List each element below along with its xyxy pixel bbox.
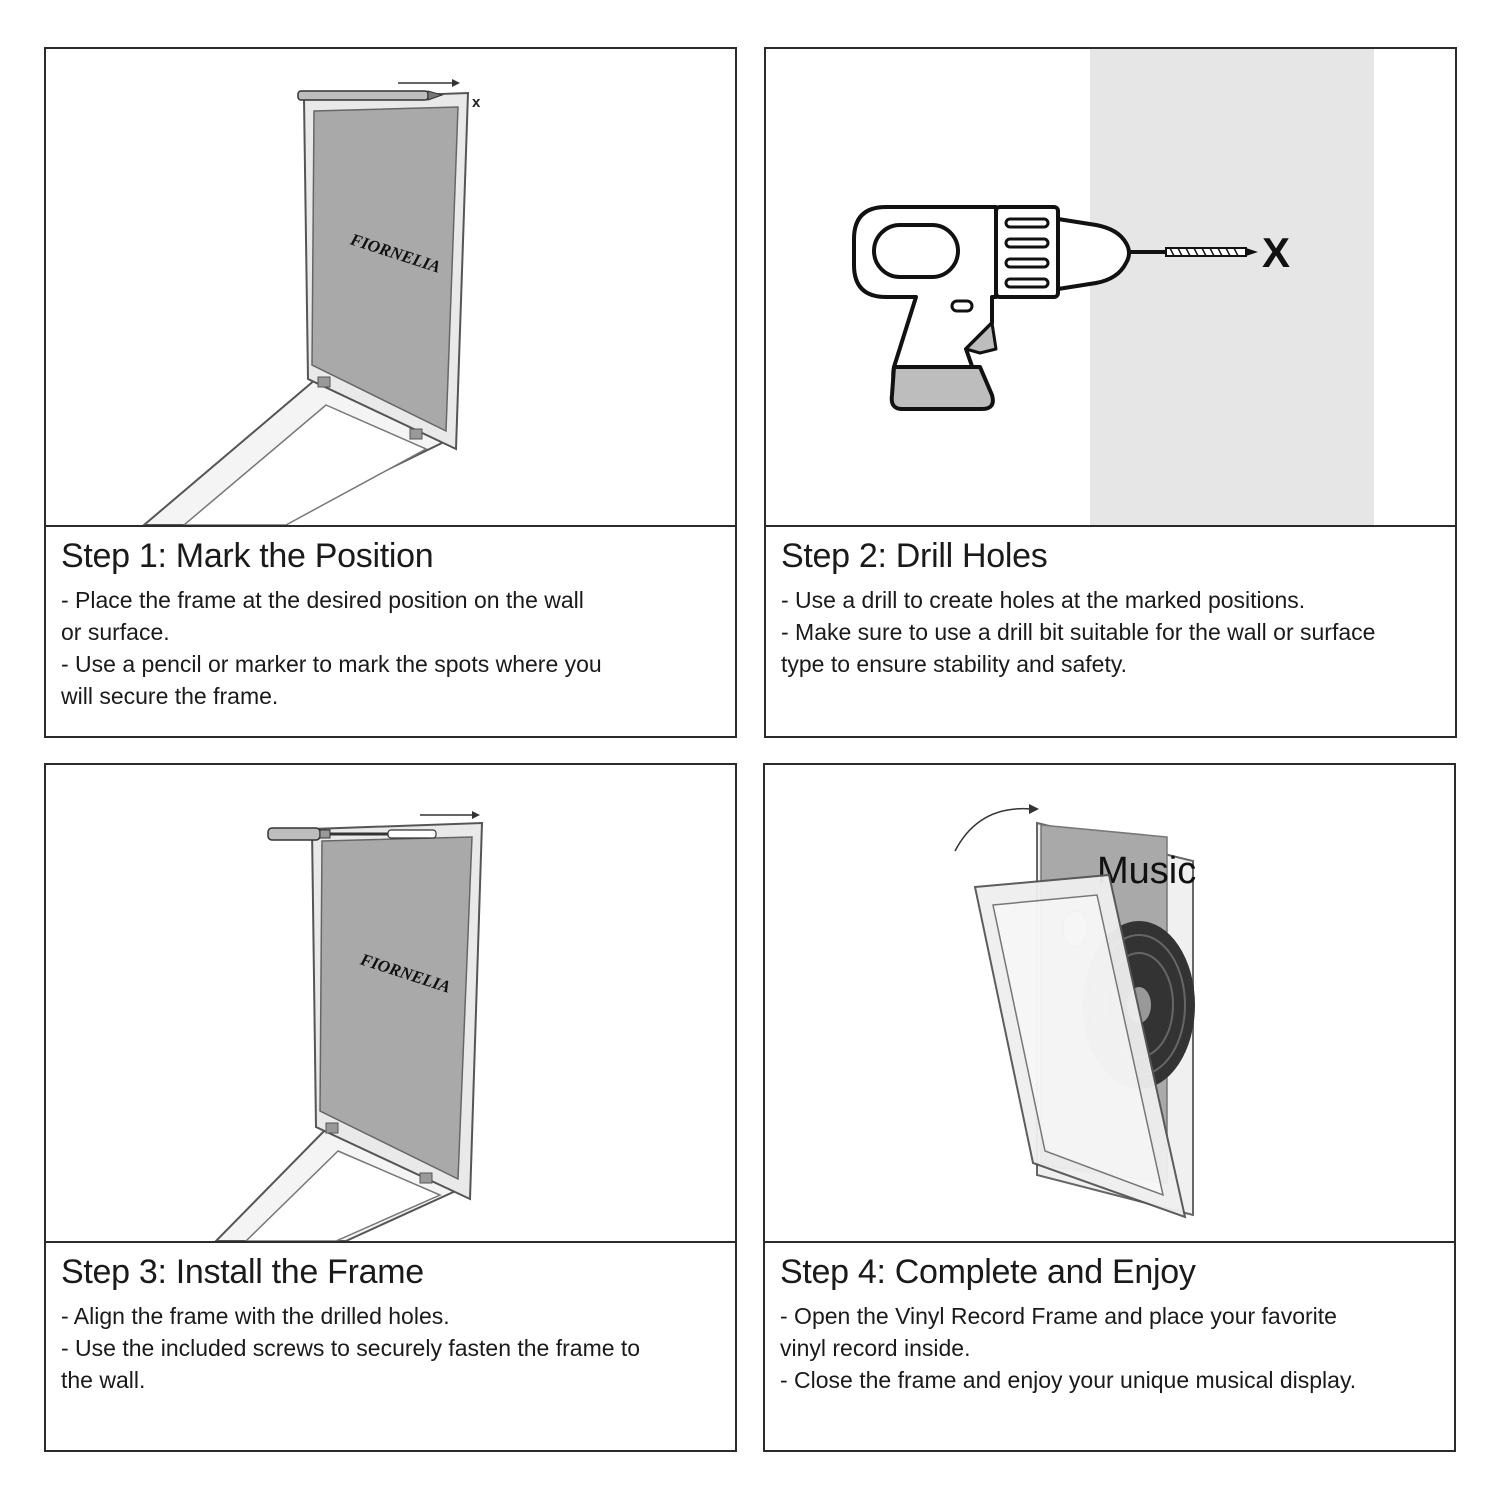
step-2-line-3: type to ensure stability and safety. bbox=[781, 651, 1128, 677]
step-1-caption: Step 1: Mark the Position - Place the fr… bbox=[61, 537, 721, 712]
step-1-title: Step 1: Mark the Position bbox=[61, 537, 434, 575]
step-4-title: Step 4: Complete and Enjoy bbox=[780, 1253, 1196, 1291]
step-3-panel: FIORNELIA Step 3: Install the Frame - Al… bbox=[44, 763, 737, 1452]
drill-bit-icon bbox=[1128, 247, 1258, 257]
step-1-line-3: - Use a pencil or marker to mark the spo… bbox=[61, 651, 602, 677]
step-1-line-4: will secure the frame. bbox=[61, 683, 279, 709]
frame-pencil-illustration: FIORNELIA x bbox=[142, 79, 481, 525]
step-1-illustration: FIORNELIA x bbox=[46, 49, 735, 527]
drill-mark-x-icon: X bbox=[1262, 229, 1290, 276]
step-4-illustration: Music bbox=[765, 765, 1454, 1243]
hinge-icon bbox=[325, 1122, 339, 1134]
step-4-line-2: vinyl record inside. bbox=[780, 1335, 971, 1361]
step-4-panel: Music Step 4: Complete and Enjoy - Open … bbox=[763, 763, 1456, 1452]
screwdriver-icon bbox=[267, 827, 437, 841]
pencil-icon bbox=[297, 90, 444, 101]
step-3-title: Step 3: Install the Frame bbox=[61, 1253, 424, 1291]
step-2-title: Step 2: Drill Holes bbox=[781, 537, 1048, 575]
step-3-illustration: FIORNELIA bbox=[46, 765, 735, 1243]
frame-screwdriver-illustration: FIORNELIA bbox=[214, 811, 484, 1241]
step-3-line-3: the wall. bbox=[61, 1367, 146, 1393]
curved-arrow-icon bbox=[954, 804, 1039, 852]
hinge-icon bbox=[419, 1172, 433, 1184]
poster-area bbox=[311, 106, 459, 433]
step-3-caption: Step 3: Install the Frame - Align the fr… bbox=[61, 1253, 721, 1396]
hinge-icon bbox=[409, 428, 423, 440]
step-4-line-3: - Close the frame and enjoy your unique … bbox=[780, 1367, 1357, 1393]
open-frame-icon: Music bbox=[954, 804, 1196, 1219]
drill-illustration: X bbox=[852, 49, 1374, 525]
poster-text: Music bbox=[1097, 850, 1196, 892]
step-2-line-1: - Use a drill to create holes at the mar… bbox=[781, 587, 1306, 613]
step-1-line-2: or surface. bbox=[61, 619, 170, 645]
arrow-right-icon bbox=[420, 811, 480, 819]
step-4-caption: Step 4: Complete and Enjoy - Open the Vi… bbox=[780, 1253, 1440, 1396]
wall-surface bbox=[1090, 49, 1374, 525]
arrow-right-icon bbox=[398, 79, 460, 87]
hinge-icon bbox=[317, 376, 331, 388]
step-3-line-1: - Align the frame with the drilled holes… bbox=[61, 1303, 450, 1329]
step-4-line-1: - Open the Vinyl Record Frame and place … bbox=[780, 1303, 1337, 1329]
step-1-panel: FIORNELIA x Step 1: Mark the Position - … bbox=[44, 47, 737, 738]
open-front-frame bbox=[973, 873, 1187, 1219]
step-2-line-2: - Make sure to use a drill bit suitable … bbox=[781, 619, 1376, 645]
step-1-line-1: - Place the frame at the desired positio… bbox=[61, 587, 584, 613]
step-2-illustration: X bbox=[766, 49, 1455, 527]
step-3-line-2: - Use the included screws to securely fa… bbox=[61, 1335, 641, 1361]
step-2-panel: X Step 2: Drill Holes - Use a drill to c… bbox=[764, 47, 1457, 738]
mark-x-icon: x bbox=[472, 94, 481, 111]
step-2-caption: Step 2: Drill Holes - Use a drill to cre… bbox=[781, 537, 1441, 680]
drill-icon bbox=[852, 205, 1131, 411]
